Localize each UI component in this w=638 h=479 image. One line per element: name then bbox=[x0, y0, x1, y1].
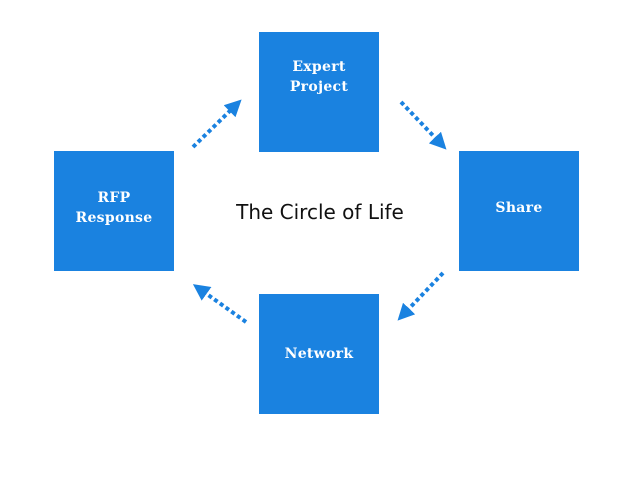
node-network-label: Network bbox=[284, 345, 354, 362]
arrow-share-to-network bbox=[397, 271, 445, 321]
arrow-rfp-to-expert bbox=[191, 99, 242, 149]
node-expert-project: Expert Project bbox=[259, 32, 379, 152]
node-network: Network bbox=[259, 294, 379, 414]
node-share-label: Share bbox=[495, 199, 543, 216]
arrow-expert-to-share bbox=[399, 100, 447, 150]
node-expert-project-label: Expert Project bbox=[289, 58, 349, 95]
center-title: The Circle of Life bbox=[236, 200, 404, 224]
node-share: Share bbox=[459, 151, 579, 271]
node-rfp-response-label: RFP Response bbox=[75, 189, 153, 226]
node-rfp-response: RFP Response bbox=[54, 151, 174, 271]
arrow-network-to-rfp bbox=[192, 284, 248, 324]
